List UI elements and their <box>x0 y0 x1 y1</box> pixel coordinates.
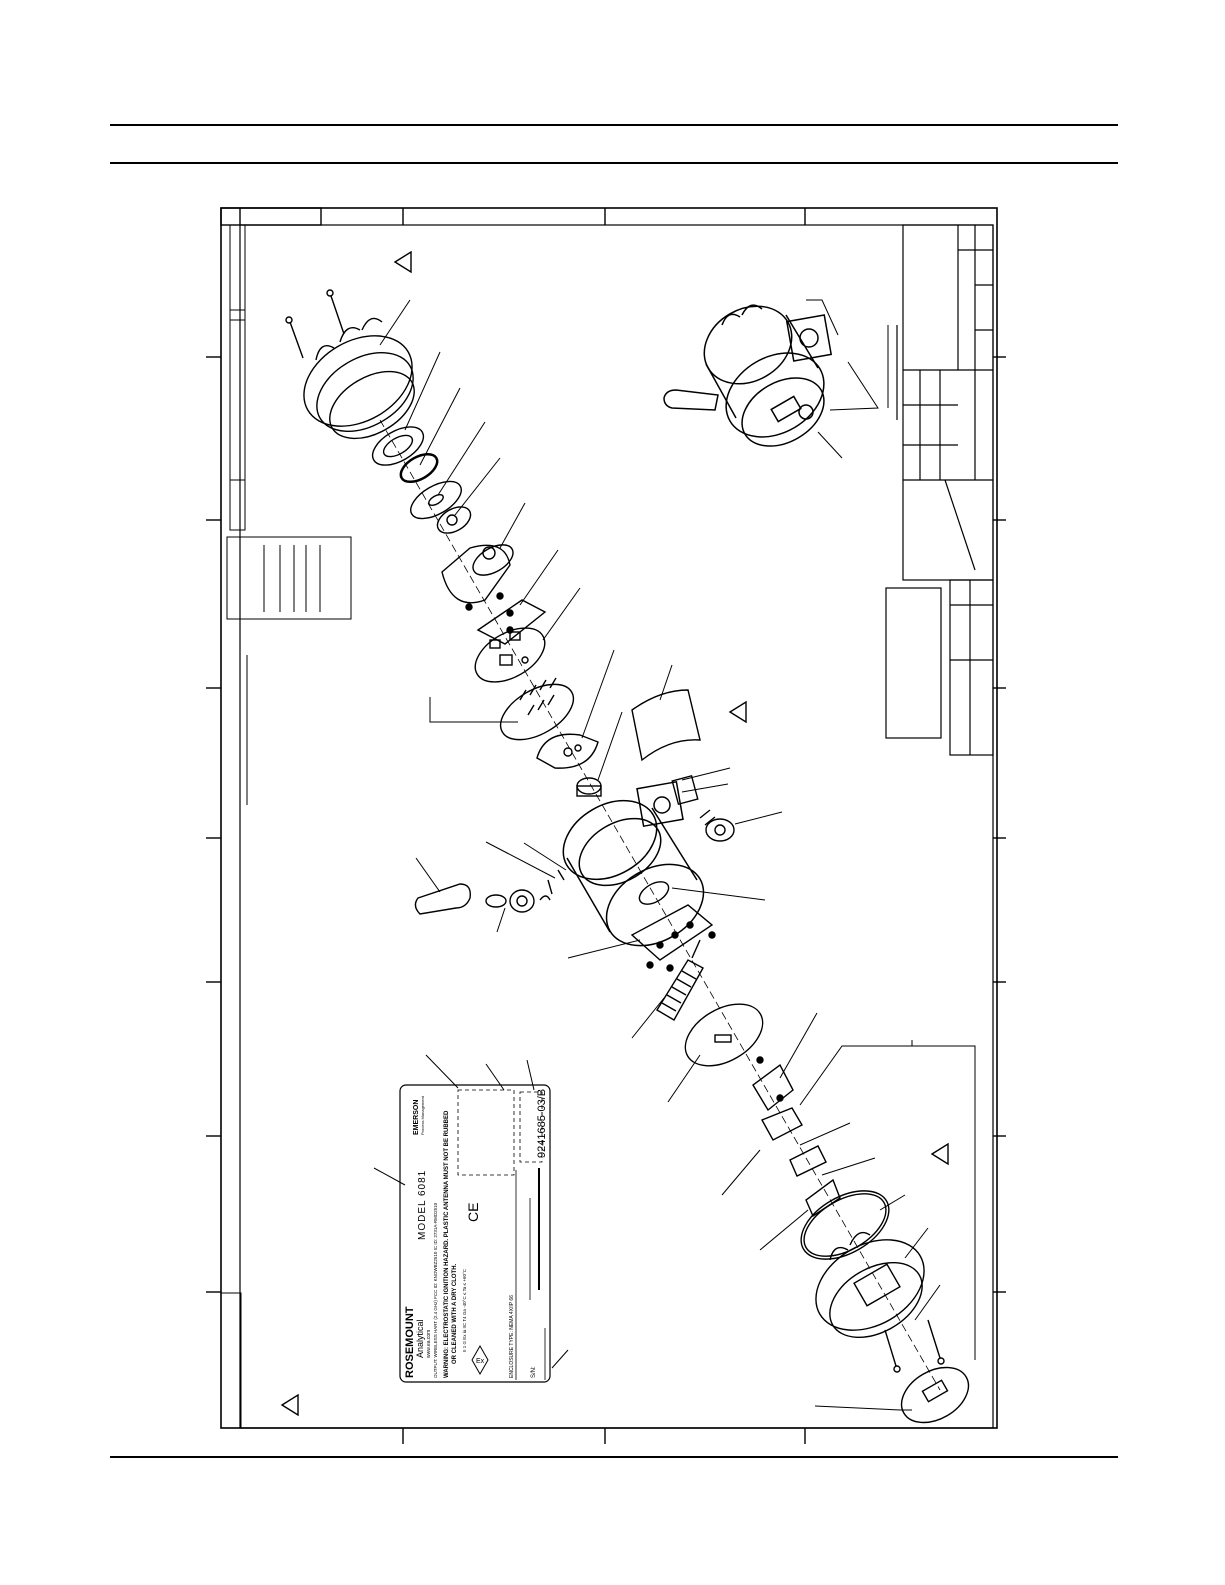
nameplate-text: ROSEMOUNT Analytical www.ea.com MODEL 60… <box>404 1089 548 1378</box>
antenna <box>414 869 565 915</box>
footer-rule <box>110 1456 1118 1458</box>
display-module <box>441 544 514 611</box>
label-card <box>631 689 701 762</box>
ce-mark-icon: CE <box>465 1203 481 1222</box>
nameplate-brand-small: www.ea.com <box>426 1330 432 1358</box>
clips <box>761 1107 841 1218</box>
ex-mark-icon: Ex <box>471 1344 489 1376</box>
leader-lines <box>373 299 976 1411</box>
bracket <box>752 1056 794 1112</box>
bottom-housing-cover <box>815 1231 925 1339</box>
nameplate-output: OUTPUT: WIRELESS HART (2.4 GHz) FCC ID: … <box>433 1202 438 1378</box>
header-rule-top <box>110 124 1118 126</box>
nameplate-model: MODEL 6081 <box>417 1170 428 1240</box>
connector-plate <box>536 733 599 769</box>
nameplate-sn: S/N: <box>531 1366 537 1378</box>
connector-plug <box>576 777 602 797</box>
main-housing <box>562 780 705 947</box>
assembled-transmitter-view <box>663 304 833 447</box>
nameplate-emerson-sub: Process Management <box>420 1095 425 1135</box>
circuit-board-1 <box>474 627 546 683</box>
svg-text:Ex: Ex <box>476 1358 485 1365</box>
header-rule-bottom <box>110 162 1118 164</box>
nameplate-warning-1: WARNING: ELECTROSTATIC IGNITION HAZARD. … <box>444 1110 450 1378</box>
svg-text:CE: CE <box>465 1203 481 1222</box>
side-fittings <box>671 774 735 842</box>
nameplate-emerson: EMERSON <box>413 1100 420 1135</box>
top-housing-cover <box>303 317 415 440</box>
assembly-axis <box>379 419 941 1391</box>
nameplate-brand-sub: Analytical <box>415 1319 425 1358</box>
title-block <box>885 224 994 756</box>
circuit-board-2 <box>499 677 575 741</box>
housing-gasket <box>638 881 670 905</box>
nameplate-brand: ROSEMOUNT <box>404 1306 416 1378</box>
seal-rings <box>371 426 472 534</box>
end-cap <box>900 1366 970 1424</box>
cover-screws-bottom <box>884 1319 945 1373</box>
disk-plate <box>684 1003 764 1067</box>
sheet-border <box>206 207 1006 1444</box>
battery-pack <box>656 939 704 1021</box>
nameplate <box>399 1084 551 1383</box>
revision-strip <box>220 224 246 1429</box>
revision-triangle-icon <box>280 250 949 1417</box>
notes-table <box>226 536 352 805</box>
nameplate-warning-2: OR CLEANED WITH A DRY CLOTH. <box>452 1263 458 1364</box>
mounting-plate <box>476 599 547 645</box>
nameplate-drawing-number: 9241685-03/B <box>536 1089 548 1158</box>
terminal-board <box>630 904 716 972</box>
cover-screws-top <box>285 289 345 359</box>
nameplate-enclosure: ENCLOSURE TYPE: NEMA 4X/IP 66 <box>509 1295 515 1378</box>
nameplate-cert: II 1 G Ex ia IIC T4 Ga -40°C ≤ Ta ≤ +60°… <box>462 1268 467 1352</box>
